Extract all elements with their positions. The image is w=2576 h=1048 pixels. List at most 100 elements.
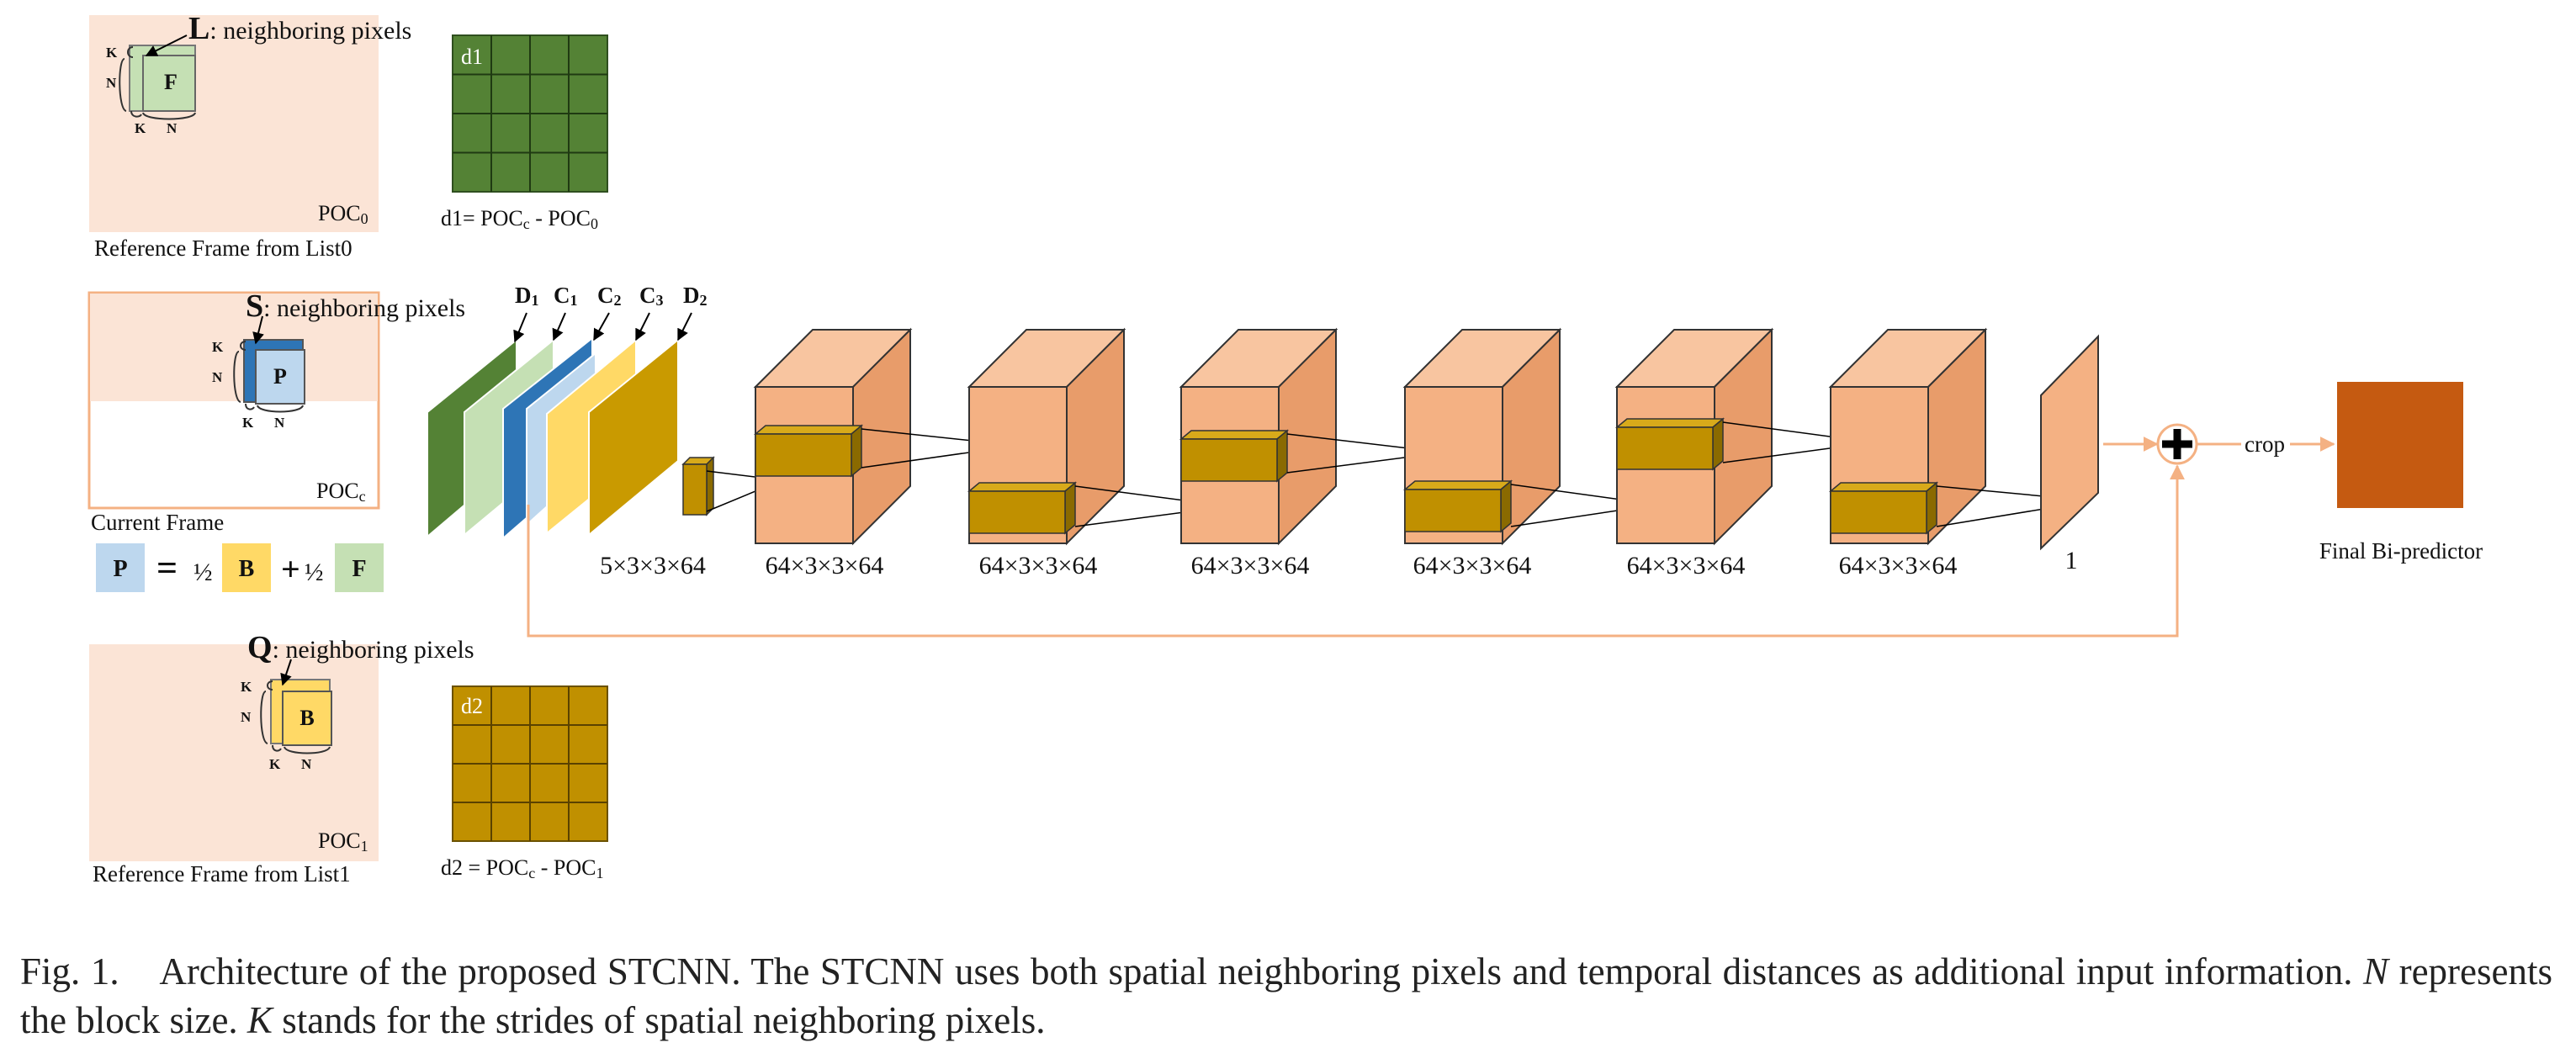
formula-p: P (113, 556, 127, 582)
first-conv-kernel (681, 456, 777, 516)
crop-label: crop (2245, 431, 2285, 457)
current-n-bottom: N (274, 415, 285, 431)
input-label-c1: C1 (552, 283, 578, 341)
layer5-kernel (1614, 417, 1725, 471)
current-frame-caption: Current Frame (91, 510, 224, 535)
formula-b-box (222, 543, 271, 592)
ref0-n-bottom-bracket (142, 112, 196, 120)
d1-temporal-distance-map: d1 d1= POCc - POC0 (441, 34, 608, 232)
ref1-n-bottom-bracket (284, 746, 331, 754)
ref0-n-left: N (106, 75, 117, 91)
caption-fig-number: Fig. 1. (20, 950, 119, 992)
stcnn-architecture-diagram: F K N K N L: neighboring pixels POC0 Ref… (87, 11, 2483, 887)
current-neighbor-arrow (252, 315, 264, 345)
formula-half-2: ½ (305, 558, 324, 586)
caption-text-1: Architecture of the proposed STCNN. The … (159, 950, 2353, 992)
ref0-block-f (142, 55, 196, 112)
current-frame: P K N K N S: neighboring pixels POCc Cur… (87, 288, 465, 535)
ref1-k-bottom: K (269, 756, 281, 772)
layer-label-2: 64×3×3×64 (979, 552, 1098, 580)
ref1-neighbor-label: Q: neighboring pixels (247, 630, 474, 665)
input-label-d2: D2 (677, 283, 708, 341)
current-k-bottom: K (242, 415, 254, 431)
d2-grid-label: d2 (461, 694, 483, 718)
ref1-n-bracket (260, 691, 268, 744)
conv-layer-6 (1828, 327, 2081, 546)
output-plane (2040, 334, 2099, 551)
ref0-neighbor-label: L: neighboring pixels (188, 11, 411, 46)
ref1-poc-label: POC1 (318, 828, 368, 855)
input-stack: D1 C1 C2 C3 D2 (427, 283, 777, 541)
svg-text:C3: C3 (639, 283, 664, 309)
formula-p-box (96, 543, 145, 592)
ref0-k-bottom-bracket (130, 110, 142, 118)
ref1-k-bracket (267, 680, 273, 691)
conv-layer-3 (1179, 327, 1432, 546)
current-block-label: P (273, 364, 287, 389)
layer-label-3: 64×3×3×64 (1191, 552, 1310, 580)
ref1-neighbor-arrow (280, 659, 292, 686)
formula-half-1: ½ (193, 558, 213, 586)
reference-frame-list1: B K N K N Q: neighboring pixels POC1 Ref… (89, 630, 474, 887)
ref0-k-bracket (127, 46, 134, 58)
current-block-p (255, 349, 305, 405)
ref1-caption: Reference Frame from List1 (93, 861, 351, 887)
ref0-k-bottom: K (135, 120, 146, 136)
caption-n: N (2363, 950, 2389, 992)
layer1-kernel (753, 424, 864, 478)
layer-label-1: 64×3×3×64 (766, 552, 884, 580)
current-k-bracket (240, 341, 246, 351)
layer4-kernel (1402, 479, 1513, 533)
conv-layer-1 (753, 327, 1006, 546)
skip-connection-line (527, 464, 2185, 638)
caption-text-3: stands for the strides of spatial neighb… (272, 999, 1046, 1041)
svg-text:D2: D2 (683, 283, 708, 309)
layer-label-0: 5×3×3×64 (600, 552, 706, 580)
formula-b: B (239, 556, 255, 582)
ref0-neighbor-arrow (145, 34, 188, 56)
layer-label-5: 64×3×3×64 (1627, 552, 1746, 580)
ref1-block-label: B (299, 706, 314, 730)
d1-equation: d1= POCc - POC0 (441, 206, 598, 232)
caption-k: K (246, 999, 273, 1041)
layer-label-6: 64×3×3×64 (1839, 552, 1958, 580)
current-poc-label: POCc (316, 479, 366, 505)
current-neighbor-label: S: neighboring pixels (246, 288, 465, 324)
ref0-n-bracket (119, 58, 127, 112)
conv-layer-2 (967, 327, 1218, 546)
ref1-n-bottom: N (301, 756, 312, 772)
layer3-kernel (1179, 429, 1290, 483)
ref0-n-bottom: N (167, 120, 178, 136)
layer6-kernel (1828, 481, 1939, 535)
formula-equals: = (156, 548, 178, 589)
svg-text:C1: C1 (554, 283, 578, 309)
ref0-block-label: F (164, 70, 178, 94)
adder-plus-icon (2162, 429, 2192, 459)
svg-text:C2: C2 (597, 283, 622, 309)
conv-layer-5 (1614, 327, 1863, 546)
ref1-k-bottom-bracket (272, 744, 282, 752)
final-bi-predictor-label: Final Bi-predictor (2319, 538, 2483, 564)
layer-label-4: 64×3×3×64 (1413, 552, 1532, 580)
formula-f: F (352, 556, 366, 582)
current-k-bottom-bracket (245, 403, 255, 410)
input-label-d1: D1 (513, 283, 539, 343)
layer-size-labels: 5×3×3×64 64×3×3×64 64×3×3×64 64×3×3×64 6… (600, 547, 2077, 580)
input-label-c2: C2 (593, 283, 622, 341)
caption-text-2: represents the block size. (20, 950, 2553, 1041)
d2-equation: d2 = POCc - POC1 (441, 855, 604, 881)
bi-prediction-formula: P = ½ B + ½ F (96, 543, 384, 592)
ref0-caption: Reference Frame from List0 (94, 236, 352, 261)
layer2-kernel (967, 481, 1078, 535)
formula-plus: + (281, 550, 300, 588)
input-plane-d2 (588, 337, 679, 537)
final-bi-predictor-block (2337, 382, 2463, 508)
current-n-bracket (233, 351, 241, 403)
svg-text:D1: D1 (515, 283, 539, 309)
d2-temporal-distance-map: d2 d2 = POCc - POC1 (441, 685, 608, 881)
ref0-poc-label: POC0 (318, 201, 368, 227)
conv-layer-4 (1402, 327, 1647, 546)
current-n-bottom-bracket (257, 405, 304, 413)
d1-grid-label: d1 (461, 45, 483, 69)
ref1-n-left: N (241, 709, 252, 725)
